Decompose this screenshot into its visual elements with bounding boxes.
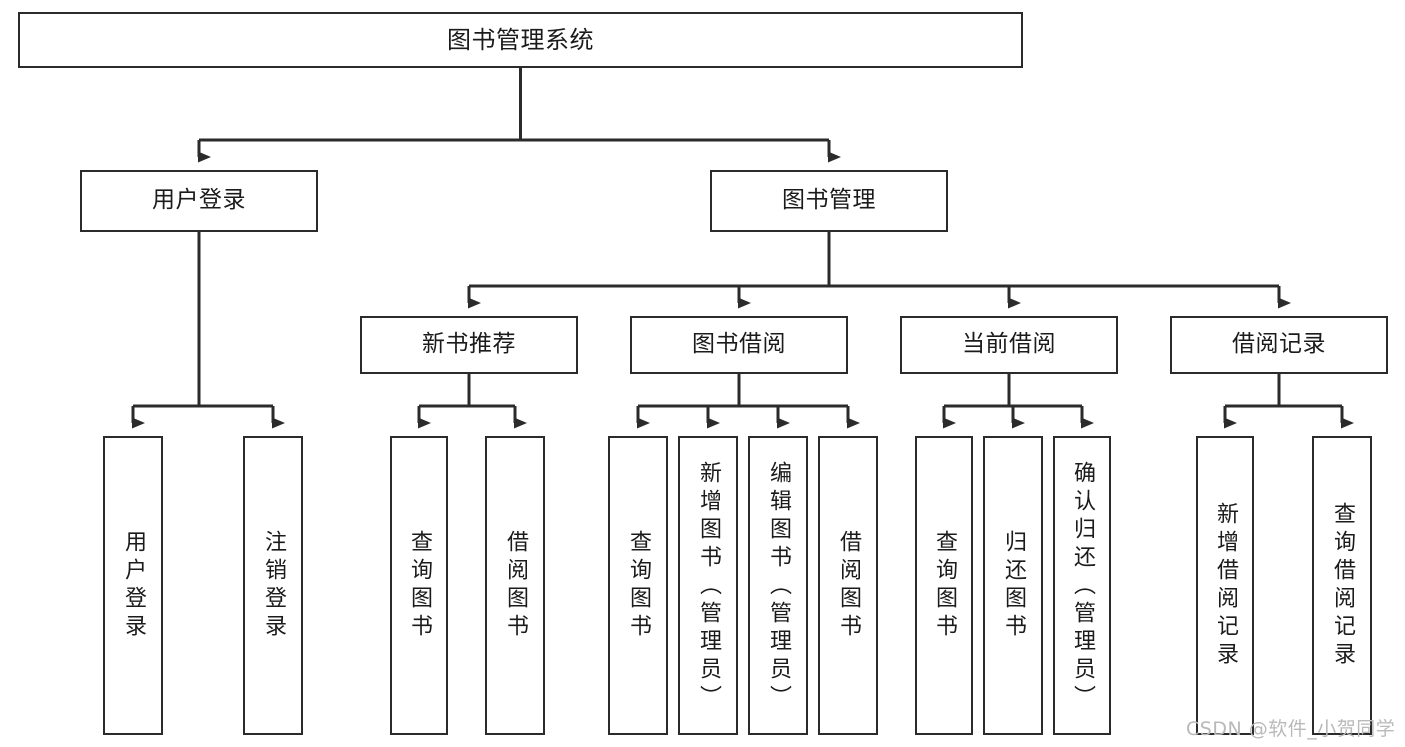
node-label: 查询借阅记录 (1330, 501, 1355, 670)
leaf-borrow-book-2[interactable]: 借阅图书 (818, 436, 878, 735)
leaf-query-book-2[interactable]: 查询图书 (608, 436, 668, 735)
node-root[interactable]: 图书管理系统 (18, 12, 1023, 68)
node-label: 借阅图书 (503, 529, 528, 642)
node-user-login[interactable]: 用户登录 (80, 170, 318, 232)
node-label: 注销登录 (261, 529, 286, 642)
leaf-add-borrow-record[interactable]: 新增借阅记录 (1196, 436, 1254, 735)
leaf-user-login[interactable]: 用户登录 (103, 436, 163, 735)
node-label: 用户登录 (152, 187, 246, 214)
node-label: 新增借阅记录 (1213, 501, 1238, 670)
csdn-watermark: CSDN @软件_小贺同学 (1186, 718, 1396, 740)
node-label: 图书借阅 (692, 331, 786, 358)
node-label: 新增图书（管理员） (696, 460, 721, 713)
node-label: 当前借阅 (962, 331, 1056, 358)
node-label: 借阅记录 (1232, 331, 1326, 358)
node-borrow-record[interactable]: 借阅记录 (1170, 316, 1388, 374)
node-label: 新书推荐 (422, 331, 516, 358)
leaf-return-book[interactable]: 归还图书 (983, 436, 1043, 735)
node-label: 借阅图书 (836, 529, 861, 642)
leaf-edit-book[interactable]: 编辑图书（管理员） (748, 436, 808, 735)
node-label: 确认归还（管理员） (1070, 460, 1095, 713)
node-label: 查询图书 (932, 529, 957, 642)
node-label: 归还图书 (1001, 529, 1026, 642)
leaf-borrow-book-1[interactable]: 借阅图书 (485, 436, 545, 735)
leaf-confirm-return[interactable]: 确认归还（管理员） (1053, 436, 1111, 735)
node-label: 用户登录 (121, 529, 146, 642)
node-label: 图书管理 (782, 187, 876, 214)
node-book-borrow[interactable]: 图书借阅 (630, 316, 848, 374)
leaf-query-book-3[interactable]: 查询图书 (915, 436, 973, 735)
node-label: 编辑图书（管理员） (766, 460, 791, 713)
node-current-borrow[interactable]: 当前借阅 (900, 316, 1118, 374)
node-label: 查询图书 (626, 529, 651, 642)
leaf-query-book-1[interactable]: 查询图书 (390, 436, 448, 735)
node-book-manage[interactable]: 图书管理 (710, 170, 948, 232)
leaf-logout-login[interactable]: 注销登录 (243, 436, 303, 735)
node-new-book-recommend[interactable]: 新书推荐 (360, 316, 578, 374)
leaf-query-borrow-record[interactable]: 查询借阅记录 (1312, 436, 1372, 735)
leaf-add-book[interactable]: 新增图书（管理员） (678, 436, 738, 735)
node-label: 查询图书 (407, 529, 432, 642)
node-label: 图书管理系统 (447, 25, 594, 54)
